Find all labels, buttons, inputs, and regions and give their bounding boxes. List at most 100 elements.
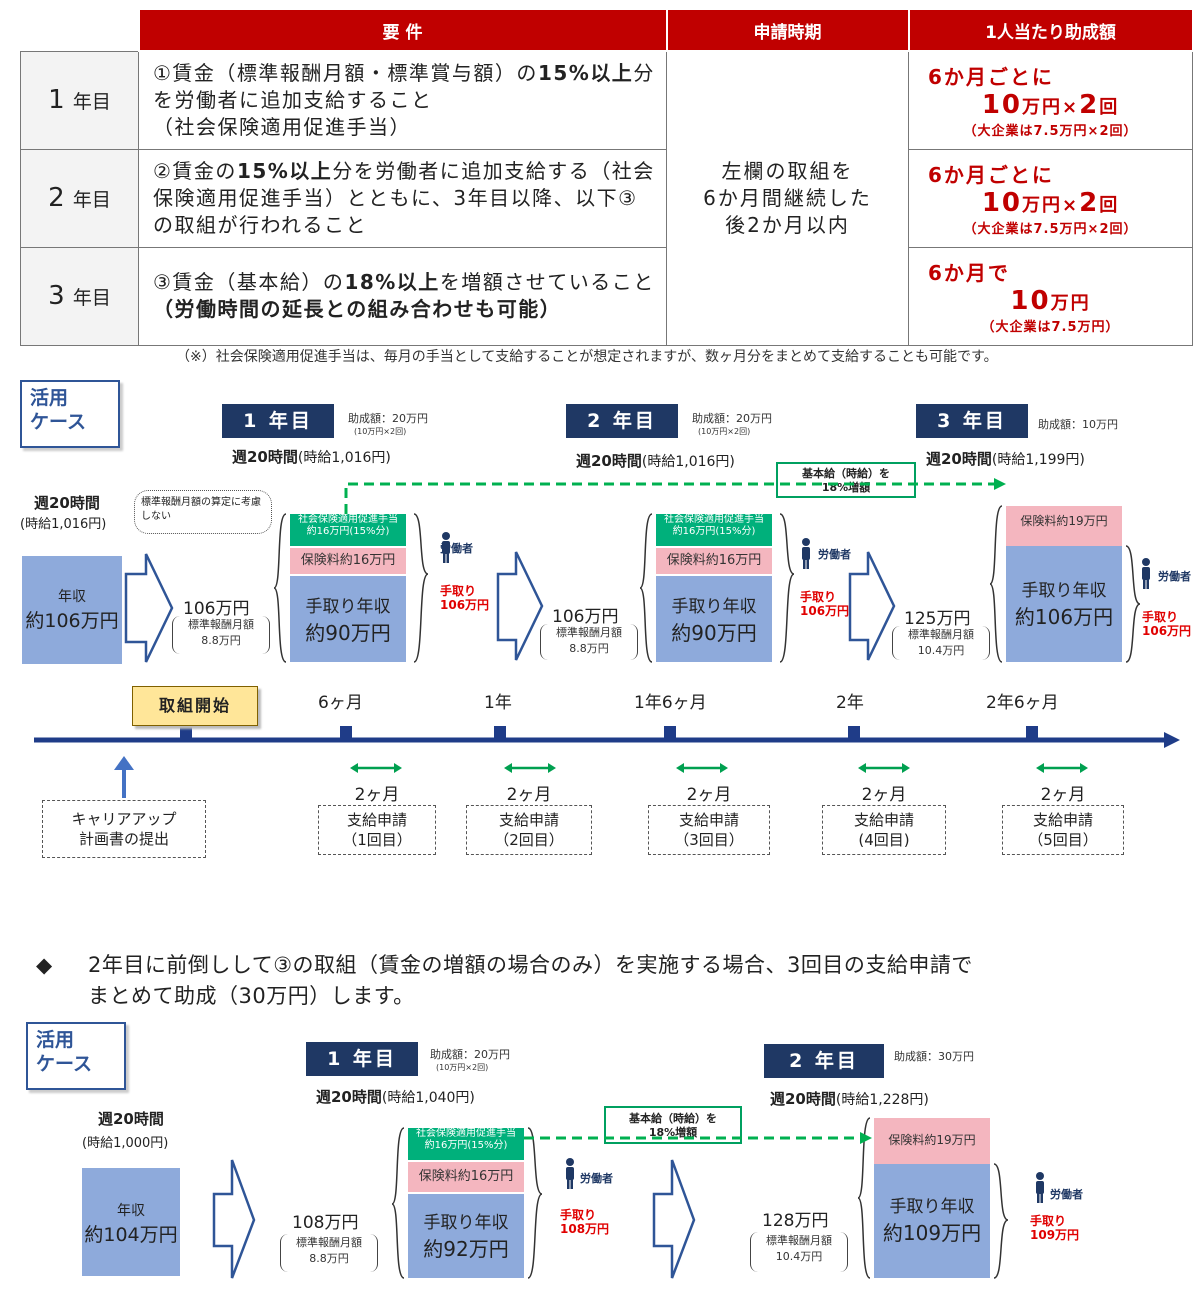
left-brace (273, 513, 287, 663)
condition-bold: 18%以上 (344, 270, 440, 294)
flow-arrow (652, 1159, 696, 1279)
amount-unit: 万円 (1050, 293, 1091, 314)
timeline-label: 1年 (484, 693, 512, 713)
double-arrow (350, 763, 402, 773)
take-value: 109万円 (1030, 1228, 1080, 1242)
plan-submission: キャリアアップ計画書の提出 (42, 800, 206, 858)
person-icon (1142, 558, 1150, 589)
bullet-mark: ◆ (36, 953, 53, 977)
arrow-head (994, 478, 1006, 490)
start-income-box: 年収 約106万円 (22, 556, 122, 664)
application-line: 支給申請 (1032, 811, 1093, 829)
submit-arrow (114, 756, 134, 798)
grant-breakdown: (10万円×2回) (436, 1063, 489, 1072)
grant-breakdown: (10万円×2回) (354, 427, 407, 436)
condition-text: 分を労働者に追加支給すること (153, 60, 655, 112)
allowance-label: 社会保険適用促進手当 (416, 1128, 516, 1139)
std-value: 10.4万円 (917, 644, 965, 657)
double-arrow (504, 763, 556, 773)
tick-mark (494, 726, 506, 740)
worker-label: 労働者 (1050, 1188, 1083, 1201)
std-value: 10.4万円 (775, 1250, 823, 1263)
case2-year2-grant: 助成額：30万円 (894, 1050, 974, 1063)
net-income-box: 手取り年収約92万円 (408, 1194, 524, 1278)
year-cell: 1 年目 (20, 50, 139, 150)
net-income-box: 手取り年収約90万円 (290, 576, 406, 662)
take-label: 手取り (560, 1208, 597, 1222)
premium-box: 保険料約16万円 (408, 1162, 524, 1192)
wage-text: (時給1,040円) (381, 1090, 475, 1106)
case-label-line: ケース (36, 1053, 93, 1075)
braces (391, 1117, 1009, 1279)
year-number: 3 (48, 281, 65, 311)
application-box: 支給申請（3回目） (648, 805, 770, 855)
income-value: 約106万円 (25, 610, 119, 632)
hours-text: 週20時間 (232, 448, 298, 466)
allowance-box: 社会保険適用促進手当約16万円(15%分) (656, 514, 772, 546)
application-line: 支給申請 (853, 811, 914, 829)
condition-cell: ①賃金（標準報酬月額・標準賞与額）の15%以上分を労働者に追加支給すること（社会… (138, 50, 667, 150)
condition-cell: ②賃金の15%以上分を労働者に追加支給する（社会保険適用促進手当）とともに、3年… (138, 148, 667, 248)
net-label: 手取り年収 (671, 597, 757, 617)
year1-grant: 助成額：20万円(10万円×2回) (348, 412, 428, 438)
condition-text: ③賃金（基本給）の (153, 270, 345, 294)
case-label-line: 活用 (36, 1029, 75, 1051)
case2-start-hours: 週20時間 (98, 1110, 164, 1128)
timeline-arrowhead (1164, 732, 1180, 748)
flow-arrow (212, 1159, 256, 1279)
allowance-label: 社会保険適用促進手当 (664, 514, 764, 525)
year-cell: 3 年目 (20, 246, 139, 346)
double-arrow (858, 763, 910, 773)
gross-income: 128万円 (762, 1211, 829, 1231)
year2-header: 2 年目 (566, 404, 678, 438)
timeline-label: 6ヶ月 (318, 693, 363, 713)
table-header-row: 要 件 申請時期 1人当たり助成額 (20, 8, 1194, 52)
case-label-line: ケース (30, 411, 87, 433)
green-dashed-arrow (344, 478, 1006, 514)
net-label: 手取り年収 (423, 1213, 509, 1233)
case-label-line: 活用 (30, 387, 69, 409)
case2-graphics (212, 1117, 1044, 1279)
table-row-year2: 2 年目 ②賃金の15%以上分を労働者に追加支給する（社会保険適用促進手当）とと… (20, 148, 1193, 248)
header-requirements: 要 件 (137, 8, 668, 52)
tick-mark (1026, 726, 1038, 740)
amount-value: 10万円 (910, 286, 1191, 316)
case2-year1-hours: 週20時間(時給1,040円) (316, 1086, 475, 1107)
amount-number: 10 (981, 188, 1022, 218)
submission-line: 計画書の提出 (78, 830, 169, 848)
condition-bold: 以上 (590, 60, 634, 85)
timeline-ticks (180, 726, 1038, 740)
year2-hours: 週20時間(時給1,016円) (576, 450, 735, 471)
case2-year2-header: 2 年目 (764, 1044, 884, 1078)
double-arrow (676, 763, 728, 773)
std-label: 標準報酬月額 (908, 628, 974, 641)
double-arrow (1036, 763, 1088, 773)
bullet-line: 2年目に前倒しして③の取組（賃金の増額の場合のみ）を実施する場合、3回目の支給申… (88, 953, 973, 977)
table-note: （※）社会保険適用促進手当は、毎月の手当として支給することが想定されますが、数ヶ… (176, 349, 998, 365)
net-label: 手取り年収 (889, 1197, 975, 1217)
take-value: 108万円 (560, 1222, 610, 1236)
amount-number: 10 (981, 90, 1022, 121)
condition-text: ①賃金（標準報酬月額・標準賞与額）の (153, 60, 538, 85)
allowance-box: 社会保険適用促進手当約16万円(15%分) (290, 514, 406, 546)
take-label: 手取り (1142, 610, 1179, 624)
gross-income: 106万円 (552, 607, 619, 627)
application-box: 支給申請（2回目） (466, 805, 592, 855)
timeline (34, 726, 1180, 798)
worker-label: 労働者 (818, 548, 851, 561)
year1-hours: 週20時間(時給1,016円) (232, 446, 391, 467)
condition-bold: 15%以上 (236, 158, 333, 183)
left-brace (639, 513, 653, 663)
application-line: （2回目） (494, 831, 564, 849)
application-box: 支給申請（1回目） (318, 805, 436, 855)
income-label: 年収 (58, 589, 86, 605)
year-cell: 2 年目 (20, 148, 139, 248)
gross-income: 106万円 (183, 599, 250, 619)
application-line: 支給申請 (678, 811, 739, 829)
